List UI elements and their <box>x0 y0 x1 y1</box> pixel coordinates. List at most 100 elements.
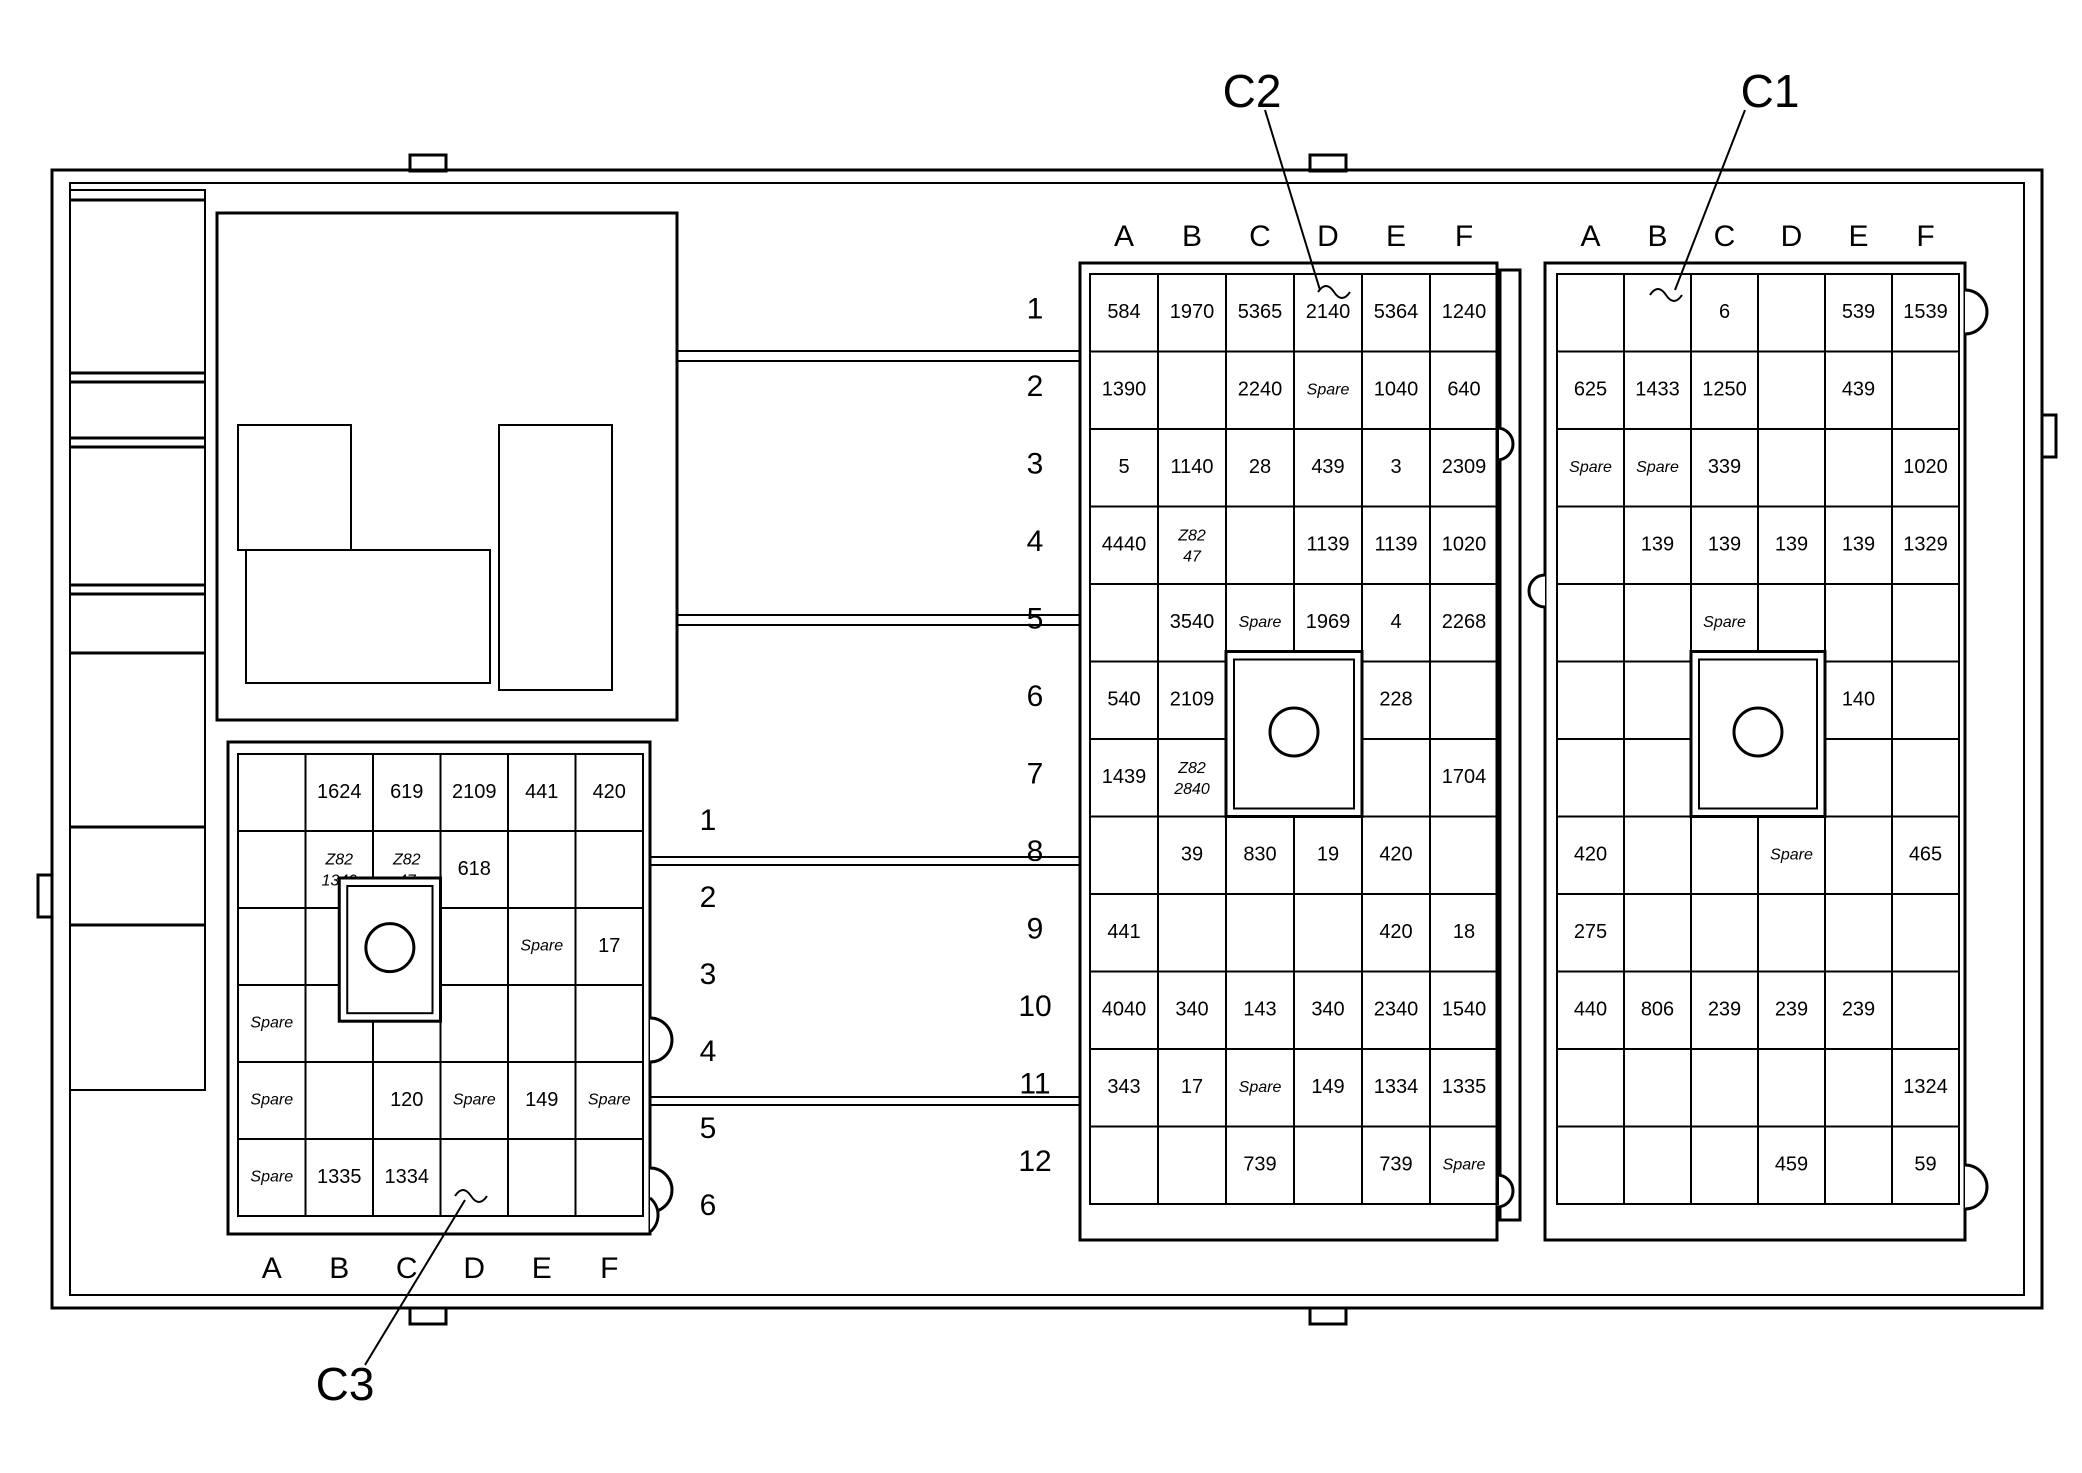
c1-cell-F4: 1329 <box>1903 534 1948 556</box>
c3-grid <box>237 753 644 1217</box>
c1-cell-C2: 1250 <box>1702 379 1747 401</box>
c2-cell-F3: 2309 <box>1442 456 1487 478</box>
c2-cell-B10: 340 <box>1175 999 1208 1021</box>
c3-cell-D1: 2109 <box>452 781 497 803</box>
c2-row-header-6: 6 <box>1027 680 1044 713</box>
c3-col-header-A: A <box>262 1252 282 1285</box>
c2-cell-C11: Spare <box>1239 1079 1282 1096</box>
c2-cell-A2: 1390 <box>1102 379 1147 401</box>
c2-cell-E4: 1139 <box>1374 534 1417 556</box>
c1-cell-B3: Spare <box>1636 459 1679 476</box>
c2-grid <box>1089 273 1499 1205</box>
c3-row-header-3: 3 <box>700 958 717 991</box>
c2-cell-F7: 1704 <box>1442 766 1487 788</box>
c3-cell-B6: 1335 <box>317 1166 362 1188</box>
c3-cell-E5: 149 <box>525 1089 558 1111</box>
c2-cell-C12: 739 <box>1243 1154 1276 1176</box>
c1-col-header-B: B <box>1647 220 1667 253</box>
c3-cell-D2: 618 <box>458 858 491 880</box>
c1-cell-A10: 440 <box>1574 999 1607 1021</box>
c2-cell-C10: 143 <box>1243 999 1276 1021</box>
c2-cell-E9: 420 <box>1379 921 1412 943</box>
c2-cell-A3: 5 <box>1118 456 1129 478</box>
c2-row-header-12: 12 <box>1018 1145 1051 1178</box>
c3-row-header-5: 5 <box>700 1112 717 1145</box>
c1-col-header-C: C <box>1714 220 1736 253</box>
c2-cell-E1: 5364 <box>1374 301 1419 323</box>
c2-cell-A4: 4440 <box>1102 534 1147 556</box>
c2-col-header-D: D <box>1317 220 1339 253</box>
c2-row-header-8: 8 <box>1027 835 1044 868</box>
c2-row-header-2: 2 <box>1027 370 1044 403</box>
c2-cell-B11: 17 <box>1181 1076 1203 1098</box>
c2-cell-A10: 4040 <box>1102 999 1147 1021</box>
c1-cell-F12: 59 <box>1914 1154 1936 1176</box>
c2-col-header-A: A <box>1114 220 1134 253</box>
c2-cell-E5: 4 <box>1390 611 1401 633</box>
c1-col-header-E: E <box>1848 220 1868 253</box>
c2-col-header-B: B <box>1182 220 1202 253</box>
c3-col-header-B: B <box>329 1252 349 1285</box>
callout-c3: C3 <box>316 1358 375 1410</box>
c3-cell-C6: 1334 <box>385 1166 430 1188</box>
c2-row-header-7: 7 <box>1027 758 1044 791</box>
c3-col-header-E: E <box>532 1252 552 1285</box>
c2-center-socket-hole <box>1268 706 1320 758</box>
c1-center-socket-hole <box>1732 706 1784 758</box>
housing-outline <box>36 109 2058 1366</box>
c3-cell-F1: 420 <box>593 781 626 803</box>
c2-row-header-10: 10 <box>1018 990 1051 1023</box>
c1-cell-A2: 625 <box>1574 379 1607 401</box>
c3-cell-C5: 120 <box>390 1089 423 1111</box>
c3-cell-A6: Spare <box>250 1169 293 1186</box>
c2-row-header-9: 9 <box>1027 913 1044 946</box>
c1-cell-C5: Spare <box>1703 614 1746 631</box>
c2-row-header-1: 1 <box>1027 293 1044 326</box>
c2-cell-D4: 1139 <box>1306 534 1349 556</box>
c2-cell-E3: 3 <box>1390 456 1401 478</box>
c2-col-header-C: C <box>1249 220 1271 253</box>
c2-cell-E6: 228 <box>1379 689 1412 711</box>
c2-cell-C5: Spare <box>1239 614 1282 631</box>
c2-cell-F11: 1335 <box>1442 1076 1487 1098</box>
c2-cell-D5: 1969 <box>1306 611 1351 633</box>
c3-cell-F3: 17 <box>598 935 620 957</box>
c3-center-socket-inner <box>346 885 434 1015</box>
c1-cell-E2: 439 <box>1842 379 1875 401</box>
c1-cell-E10: 239 <box>1842 999 1875 1021</box>
c1-cell-A3: Spare <box>1569 459 1612 476</box>
c1-cell-E4: 139 <box>1842 534 1875 556</box>
c3-cell-A4: Spare <box>250 1015 293 1032</box>
c1-cell-C3: 339 <box>1708 456 1741 478</box>
c2-cell-E11: 1334 <box>1374 1076 1419 1098</box>
c1-cell-E1: 539 <box>1842 301 1875 323</box>
c1-cell-C1: 6 <box>1719 301 1730 323</box>
c1-cell-A8: 420 <box>1574 844 1607 866</box>
c2-cell-C8: 830 <box>1243 844 1276 866</box>
c2-cell-F1: 1240 <box>1442 301 1487 323</box>
c2-row-header-11: 11 <box>1019 1068 1050 1101</box>
c2-cell-B1: 1970 <box>1170 301 1215 323</box>
c2-cell-E2: 1040 <box>1374 379 1419 401</box>
c2-cell-F12: Spare <box>1443 1156 1486 1173</box>
c2-cell-F5: 2268 <box>1442 611 1487 633</box>
c2-cell-D8: 19 <box>1317 844 1339 866</box>
c3-cell-A5: Spare <box>250 1092 293 1109</box>
callout-c1: C1 <box>1741 65 1800 117</box>
c2-row-header-4: 4 <box>1027 525 1044 558</box>
c1-cell-B2: 1433 <box>1635 379 1680 401</box>
c1-cell-D8: Spare <box>1770 846 1813 863</box>
c2-cell-C1: 5365 <box>1238 301 1283 323</box>
c2-cell-B6: 2109 <box>1170 689 1215 711</box>
c3-row-header-2: 2 <box>700 881 717 914</box>
c2-cell-F9: 18 <box>1453 921 1475 943</box>
c2-cell-D3: 439 <box>1311 456 1344 478</box>
c2-cell-A1: 584 <box>1107 301 1140 323</box>
c2-cell-D11: 149 <box>1311 1076 1344 1098</box>
c3-cell-F5: Spare <box>588 1092 631 1109</box>
c2-row-header-3: 3 <box>1027 448 1044 481</box>
c1-cell-C10: 239 <box>1708 999 1741 1021</box>
c1-cell-B10: 806 <box>1641 999 1674 1021</box>
